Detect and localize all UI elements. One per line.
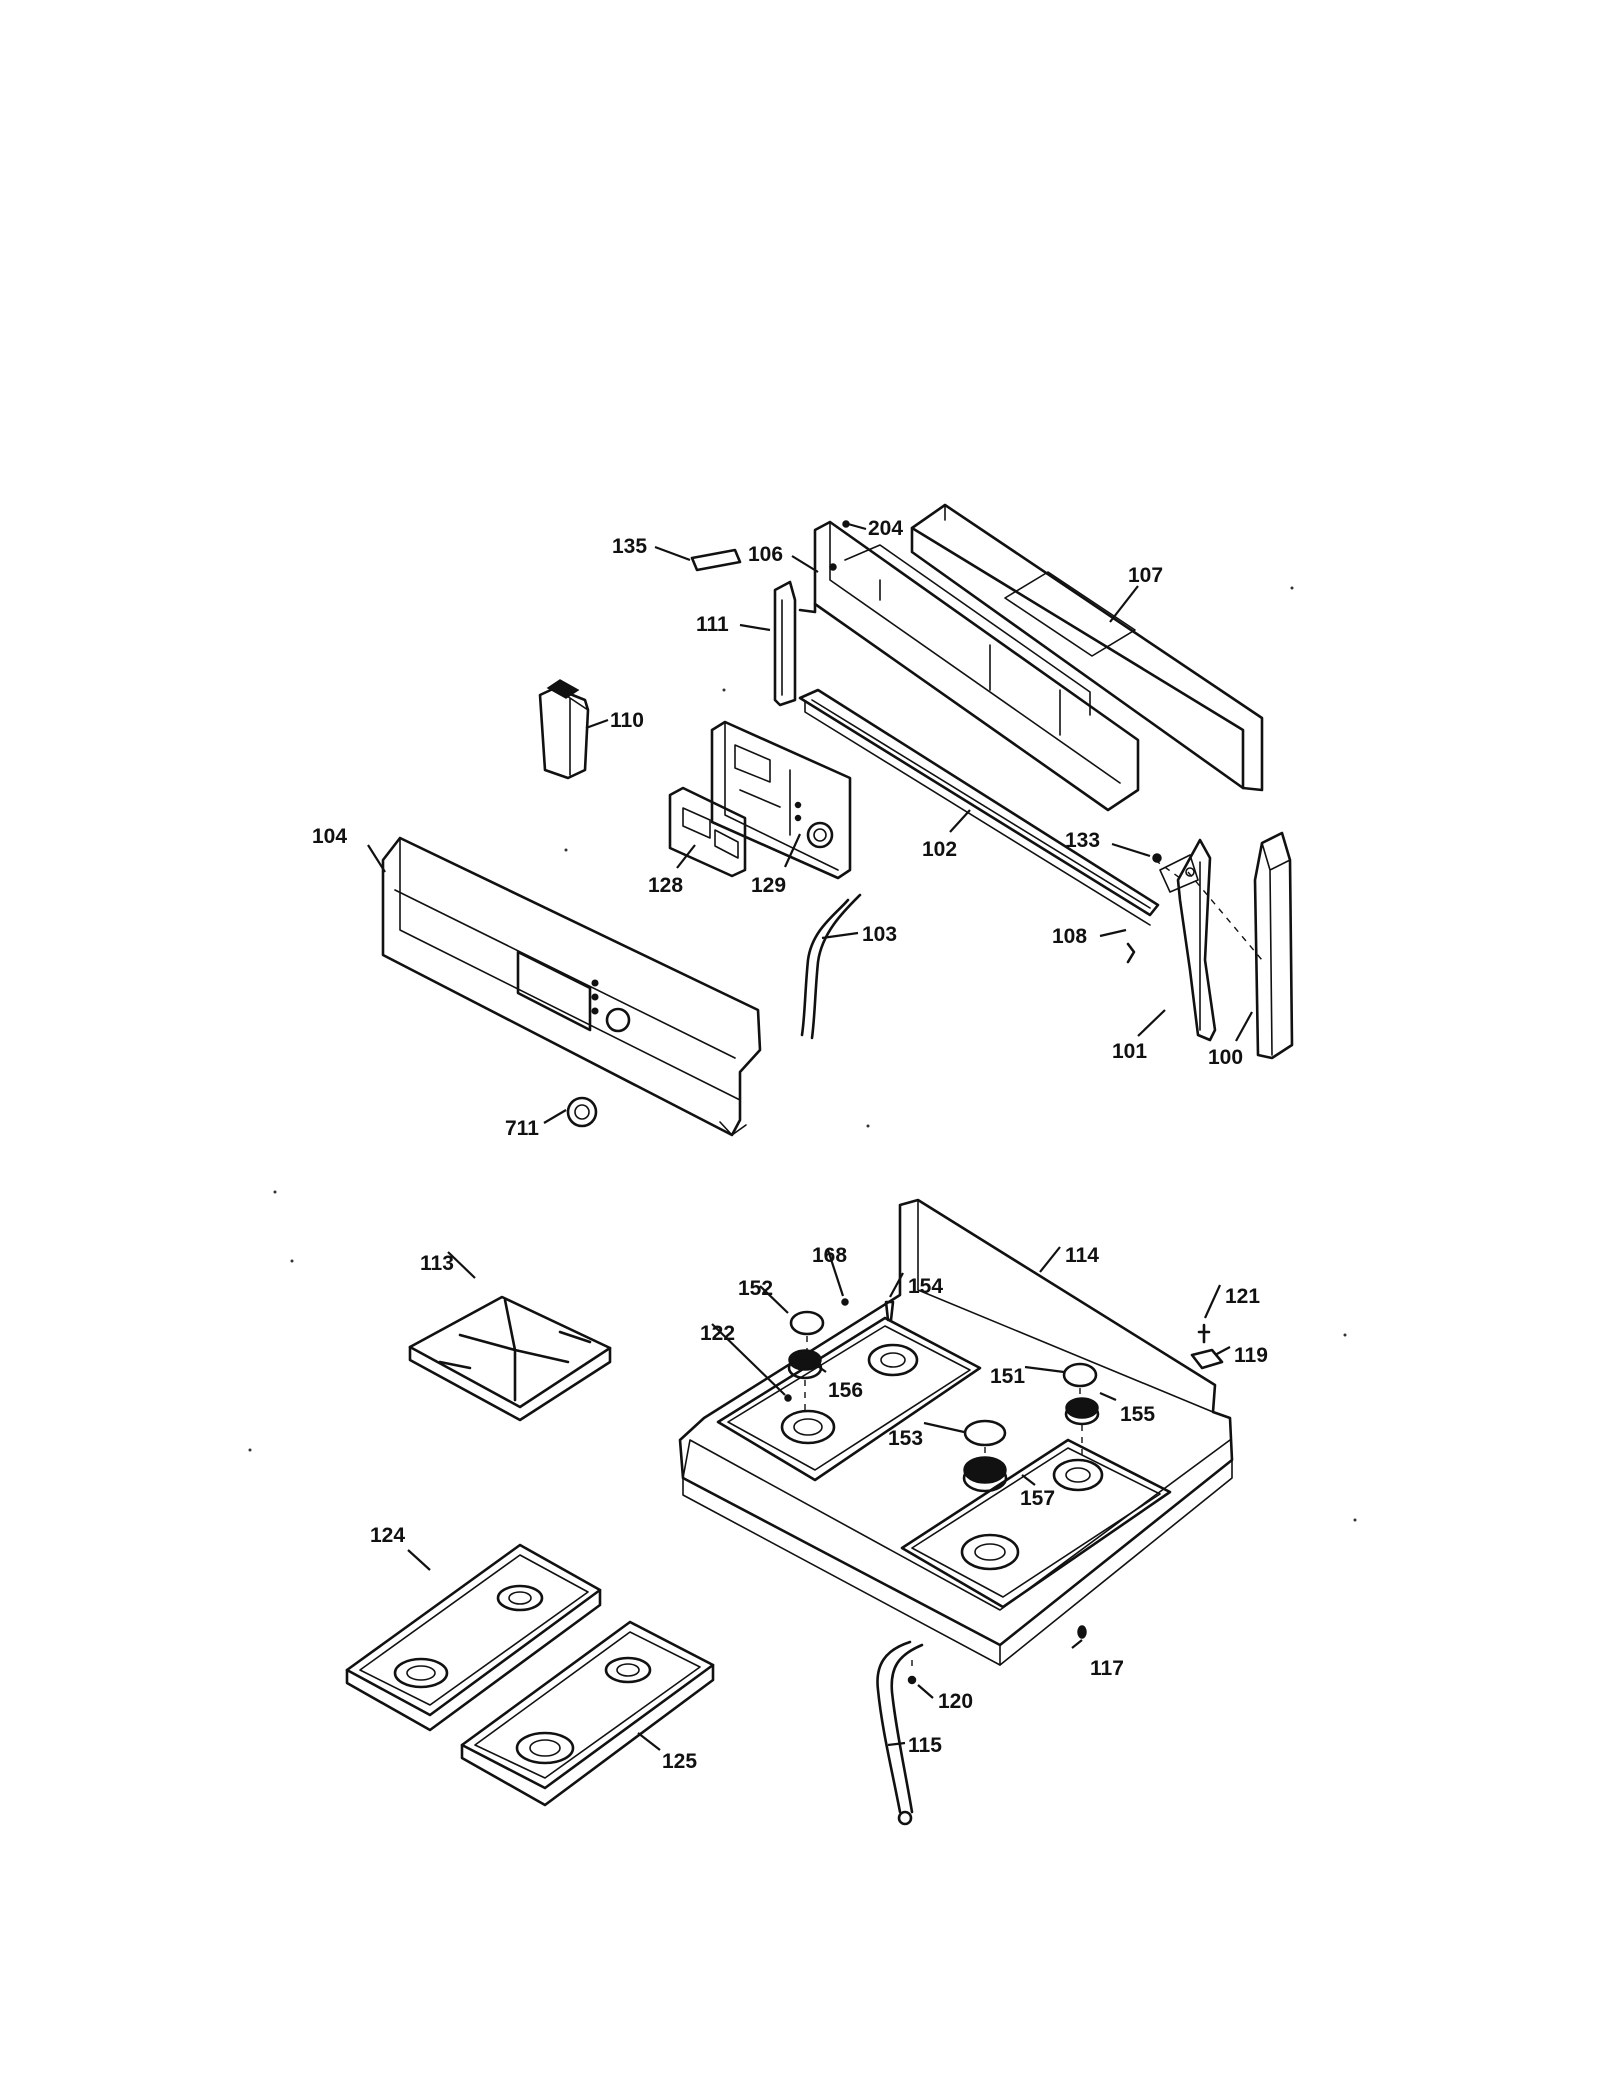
part-129-control-board — [710, 720, 852, 880]
part-115-tube — [876, 1640, 924, 1814]
callout-128: 128 — [648, 874, 683, 897]
part-153-burner-cap — [963, 1419, 1007, 1447]
callout-107: 107 — [1128, 564, 1163, 587]
scan-specks — [248, 586, 1357, 1522]
callout-168: 168 — [812, 1244, 847, 1267]
callout-108: 108 — [1052, 925, 1087, 948]
part-120-screw — [907, 1675, 917, 1685]
part-135-clip — [690, 548, 742, 572]
part-100-end-cap — [1253, 831, 1294, 1060]
callout-125: 125 — [662, 1750, 697, 1773]
part-119-clip — [1190, 1348, 1224, 1370]
part-122-screw — [784, 1394, 792, 1402]
callout-120: 120 — [938, 1690, 973, 1713]
part-103-tube — [800, 893, 862, 1040]
part-125-drip-pan — [460, 1620, 715, 1807]
callout-152: 152 — [738, 1277, 773, 1300]
part-711-knob — [566, 1096, 598, 1128]
callout-135: 135 — [612, 535, 647, 558]
callout-114: 114 — [1065, 1244, 1099, 1267]
callout-121: 121 — [1225, 1285, 1260, 1308]
callout-122: 122 — [700, 1322, 735, 1345]
part-154-igniter — [884, 1300, 895, 1322]
callout-113: 113 — [420, 1252, 454, 1275]
part-168-screw — [841, 1298, 849, 1306]
part-124-drip-pan — [345, 1543, 602, 1732]
callout-104: 104 — [312, 825, 347, 848]
part-110-module — [538, 679, 590, 780]
part-106-backguard — [798, 520, 1140, 812]
callout-119: 119 — [1234, 1344, 1268, 1367]
callout-101: 101 — [1112, 1040, 1147, 1063]
callout-711: 711 — [505, 1117, 539, 1140]
part-107-top-trim — [910, 503, 1264, 792]
callout-153: 153 — [888, 1427, 923, 1450]
callout-labels: 135 106 204 107 111 110 104 128 129 102 … — [312, 517, 1268, 1773]
callout-154: 154 — [908, 1275, 943, 1298]
callout-111: 111 — [696, 613, 729, 636]
part-104-control-panel — [381, 836, 762, 1137]
callout-106: 106 — [748, 543, 783, 566]
part-157-burner-head — [962, 1456, 1008, 1493]
callout-103: 103 — [862, 923, 897, 946]
part-108-screw — [1126, 942, 1136, 964]
part-155-burner-head — [1064, 1397, 1100, 1426]
callout-151: 151 — [990, 1365, 1025, 1388]
part-101-side-bracket — [1159, 838, 1217, 1042]
callout-117: 117 — [1090, 1657, 1124, 1680]
callout-157: 157 — [1020, 1487, 1055, 1510]
part-113-grate — [408, 1295, 612, 1422]
part-151-burner-cap — [1062, 1362, 1098, 1388]
leader-lines — [367, 522, 1253, 1751]
part-102-rail — [798, 688, 1160, 926]
callout-124: 124 — [370, 1524, 405, 1547]
part-114-cooktop — [678, 1198, 1234, 1666]
part-152-burner-cap — [789, 1310, 825, 1336]
callout-102: 102 — [922, 838, 957, 861]
part-111-end-bracket — [773, 580, 797, 707]
callout-133: 133 — [1065, 829, 1100, 852]
callout-129: 129 — [751, 874, 786, 897]
part-121-screw — [1197, 1323, 1211, 1344]
callout-100: 100 — [1208, 1046, 1243, 1069]
callout-110: 110 — [610, 709, 644, 732]
part-117-plug — [1077, 1625, 1087, 1639]
callout-204: 204 — [868, 517, 903, 540]
part-128-overlay — [668, 786, 747, 878]
callout-156: 156 — [828, 1379, 863, 1402]
callout-115: 115 — [908, 1734, 942, 1757]
callout-155: 155 — [1120, 1403, 1155, 1426]
